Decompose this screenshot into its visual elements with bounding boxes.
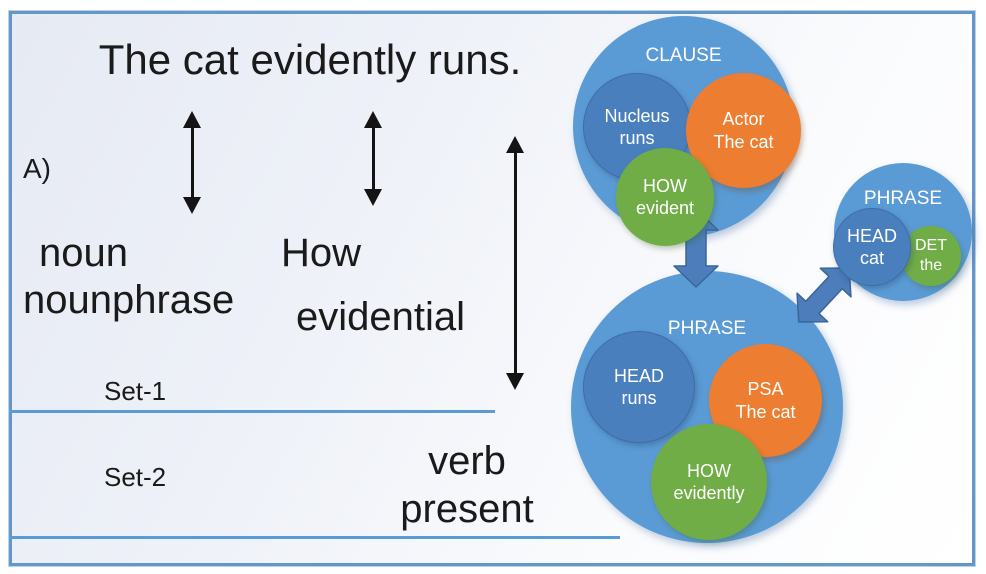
actor-role: Actor xyxy=(722,109,765,129)
double-arrow-icon-cat xyxy=(180,111,204,214)
set1-label: Set-1 xyxy=(104,376,167,406)
arrow-down-head xyxy=(506,373,524,390)
how-label-line1: How xyxy=(281,231,362,275)
thick-double-arrow-icon-phrase-np xyxy=(796,267,852,323)
det-circle: DET the xyxy=(901,226,961,286)
double-arrow-icon-long xyxy=(503,136,527,390)
arrow-up-head xyxy=(364,111,382,128)
sentence-title: The cat evidently runs. xyxy=(98,36,522,83)
head-runs-circle: HEAD runs xyxy=(583,331,695,443)
slide-background: The cat evidently runs. A) noun nounphra… xyxy=(8,10,976,567)
noun-label-line2: nounphrase xyxy=(23,278,235,322)
set2-divider-line xyxy=(9,536,620,539)
how-evident-role: HOW xyxy=(643,175,687,196)
head-cat-circle: HEAD cat xyxy=(833,208,911,286)
det-role: DET xyxy=(915,237,947,254)
how-evident-circle: HOW evident xyxy=(616,148,714,246)
set1-divider-line xyxy=(9,410,495,413)
arrow-shaft xyxy=(513,153,517,373)
psa-text: The cat xyxy=(735,401,796,422)
noun-phrase-circle-label: PHRASE xyxy=(863,188,943,209)
arrow-shaft xyxy=(371,128,375,189)
arrow-up-head xyxy=(506,136,524,153)
verb-label-line1: verb xyxy=(428,439,506,483)
psa-role: PSA xyxy=(747,379,784,399)
head-cat-text: cat xyxy=(859,248,884,268)
how-evidently-circle: HOW evidently xyxy=(651,424,767,540)
set2-label: Set-2 xyxy=(104,462,167,492)
arrow-down-head xyxy=(364,189,382,206)
clause-circle-label: CLAUSE xyxy=(645,45,722,66)
head-cat-role: HEAD xyxy=(846,225,897,246)
arrow-shaft xyxy=(190,128,194,197)
head-runs-role: HEAD xyxy=(613,365,664,386)
verb-phrase-circle-label: PHRASE xyxy=(667,318,747,339)
nucleus-role: Nucleus xyxy=(604,105,670,126)
arrow-up-head xyxy=(183,111,201,128)
how-label-line2: evidential xyxy=(296,295,466,339)
actor-text: The cat xyxy=(713,131,774,152)
arrow-down-head xyxy=(183,197,201,214)
how-evidently-text: evidently xyxy=(673,483,745,503)
noun-label-line1: noun xyxy=(39,231,128,275)
how-evident-text: evident xyxy=(635,198,695,218)
nucleus-text: runs xyxy=(619,128,655,148)
verb-label-line2: present xyxy=(400,487,534,531)
head-runs-text: runs xyxy=(621,388,657,408)
panel-label: A) xyxy=(23,153,51,184)
how-evidently-role: HOW xyxy=(687,460,731,481)
double-arrow-icon-evidently xyxy=(361,111,385,206)
det-text: the xyxy=(919,257,943,274)
